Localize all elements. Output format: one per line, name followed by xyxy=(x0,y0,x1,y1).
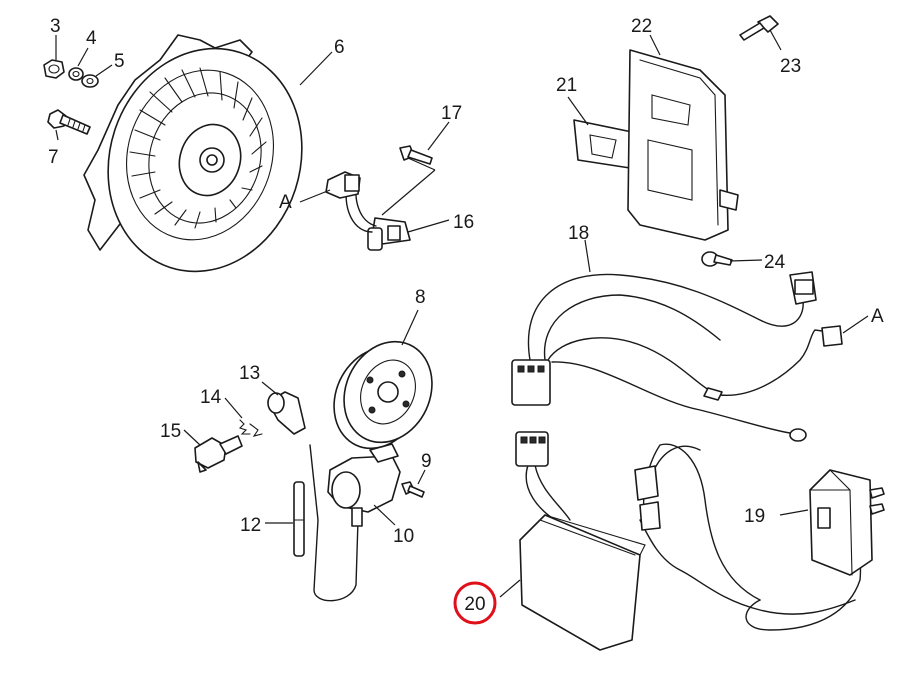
callout-17[interactable]: 17 xyxy=(441,103,462,124)
callout-4[interactable]: 4 xyxy=(86,28,97,49)
muffler[interactable] xyxy=(627,49,739,241)
callout-20[interactable]: 20 xyxy=(464,594,485,615)
callout-12[interactable]: 12 xyxy=(240,515,261,536)
callout-10[interactable]: 10 xyxy=(393,526,414,547)
muffler-bolt-bottom[interactable] xyxy=(701,251,733,267)
insulating-tube[interactable] xyxy=(293,481,305,557)
flywheel-nut[interactable] xyxy=(43,59,65,79)
callout-23[interactable]: 23 xyxy=(780,56,801,77)
callout-16[interactable]: 16 xyxy=(453,212,474,233)
cap-spring[interactable] xyxy=(238,419,263,437)
ignition-coil[interactable] xyxy=(309,443,401,602)
spark-plug-cap[interactable] xyxy=(267,391,306,435)
callout-6[interactable]: 6 xyxy=(334,37,345,58)
wiring-harness[interactable] xyxy=(511,271,843,442)
flywheel-fan[interactable] xyxy=(80,23,331,297)
muffler-bolt-top[interactable] xyxy=(739,15,779,41)
sensor-bolt[interactable] xyxy=(399,145,433,165)
callout-13[interactable]: 13 xyxy=(239,363,260,384)
callout-22[interactable]: 22 xyxy=(631,16,652,37)
callout-7[interactable]: 7 xyxy=(48,147,59,168)
callout-a-right[interactable]: A xyxy=(871,306,884,327)
fan-bolt[interactable] xyxy=(47,109,91,135)
callout-24[interactable]: 24 xyxy=(764,252,786,273)
callout-a-left[interactable]: A xyxy=(279,192,292,213)
callout-5[interactable]: 5 xyxy=(114,51,125,72)
coil-bolt[interactable] xyxy=(401,481,425,498)
callout-labels: 3 4 5 6 7 A 17 16 8 9 10 12 13 14 15 18 … xyxy=(48,16,884,547)
battery-pack[interactable] xyxy=(515,431,862,651)
highlight-circle xyxy=(453,581,497,625)
callout-9[interactable]: 9 xyxy=(421,451,432,472)
speed-sensor[interactable] xyxy=(325,171,411,251)
flat-washer[interactable] xyxy=(81,74,99,88)
callout-8[interactable]: 8 xyxy=(415,287,426,308)
callout-21[interactable]: 21 xyxy=(556,75,577,96)
callout-14[interactable]: 14 xyxy=(200,387,222,408)
callout-20-highlighted[interactable]: 20 xyxy=(453,581,497,625)
callout-15[interactable]: 15 xyxy=(160,421,181,442)
callout-3[interactable]: 3 xyxy=(50,16,61,37)
spark-plug[interactable] xyxy=(194,435,243,473)
leader-lines xyxy=(55,29,869,598)
callout-18[interactable]: 18 xyxy=(568,223,589,244)
battery-charger[interactable] xyxy=(809,469,885,576)
muffler-gasket[interactable] xyxy=(573,119,633,169)
lock-washer[interactable] xyxy=(68,67,84,81)
callout-19[interactable]: 19 xyxy=(744,506,765,527)
magnet-rotor[interactable] xyxy=(318,327,448,463)
